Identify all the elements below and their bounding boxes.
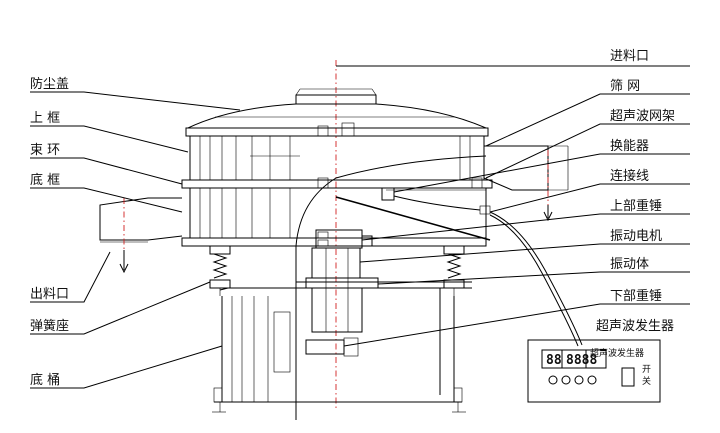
generator-button-3[interactable] — [574, 375, 584, 385]
generator-button-1[interactable] — [548, 375, 558, 385]
label-screen-mesh: 筛 网 — [610, 79, 640, 94]
base-barrel — [212, 287, 466, 413]
bottom-frame — [181, 188, 487, 247]
left-leaders — [30, 91, 241, 389]
connection-cable — [489, 211, 583, 347]
spring-left — [209, 245, 231, 296]
label-base-barrel: 底 桶 — [30, 372, 60, 388]
label-outlet: 出料口 — [30, 287, 69, 302]
label-feed-inlet: 进料口 — [610, 49, 649, 64]
label-ultrasonic-frame: 超声波网架 — [610, 109, 675, 124]
outlet-spout — [99, 197, 183, 274]
right-leaders — [336, 65, 690, 347]
label-upper-frame: 上 框 — [30, 111, 60, 126]
label-vibration-motor: 振动电机 — [610, 229, 662, 244]
switch-mark-bottom: 关 — [642, 375, 651, 387]
label-dust-cover: 防尘盖 — [30, 76, 69, 92]
generator-button-2[interactable] — [561, 375, 571, 385]
label-ultrasonic-generator: 超声波发生器 — [596, 318, 674, 334]
display-right-digits: 8888 — [566, 353, 597, 368]
label-spring-seat: 弹簧座 — [30, 318, 69, 334]
transducer — [381, 187, 491, 215]
label-lower-weight: 下部重锤 — [610, 288, 662, 304]
switch-mark-top: 开 — [642, 364, 651, 375]
generator-button-4[interactable] — [587, 375, 597, 385]
ultrasonic-generator: 超声波发生器 88 8888 开 关 — [527, 339, 661, 403]
label-upper-weight: 上部重锤 — [610, 198, 662, 214]
generator-panel-title: 超声波发生器 — [590, 347, 644, 359]
display-left-digits: 88 — [546, 353, 562, 368]
spring-right — [443, 245, 465, 296]
dust-cover — [187, 88, 487, 129]
upper-frame — [185, 127, 489, 180]
clamp-ring — [181, 122, 493, 189]
label-transducer: 换能器 — [610, 139, 649, 154]
label-bottom-frame: 底 框 — [30, 172, 60, 188]
side-spout — [483, 145, 569, 191]
vibration-motor — [305, 229, 379, 357]
label-clamp-ring: 束 环 — [30, 143, 60, 158]
vibrating-body — [296, 281, 472, 395]
label-vibrating-body: 振动体 — [610, 257, 649, 272]
power-switch[interactable] — [621, 367, 635, 387]
label-cable: 连接线 — [610, 168, 649, 184]
display-right — [561, 349, 607, 369]
